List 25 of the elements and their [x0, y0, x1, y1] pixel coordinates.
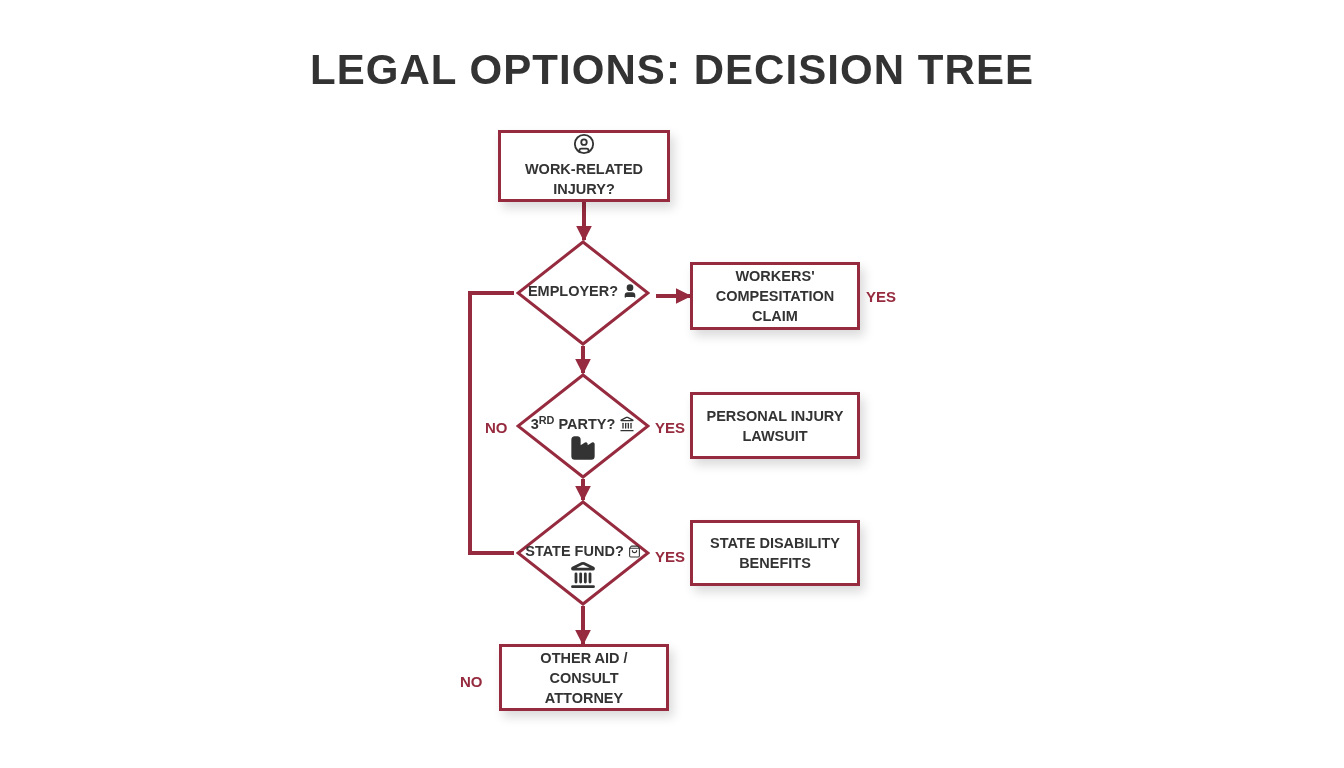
process-box [499, 644, 669, 711]
arrow [575, 346, 591, 375]
node-label: WORKERS' COMPESITATION CLAIM [714, 267, 836, 326]
branch-label: YES [866, 287, 896, 307]
branch-label: YES [655, 547, 685, 567]
node-label: STATE FUND? [525, 542, 624, 561]
arrow [656, 288, 692, 304]
node-label: PERSONAL INJURY LAWSUIT [705, 406, 845, 446]
arrow [575, 479, 591, 502]
process-box [498, 130, 670, 202]
node-label: 3$^{RD}$ PARTY? [530, 414, 616, 434]
node-label: WORK-RELATED INJURY? [523, 160, 645, 199]
node-label: EMPLOYER? [527, 282, 619, 301]
arrow [576, 202, 592, 242]
process-box [690, 392, 860, 459]
branch-label: NO [485, 418, 508, 438]
arrow [575, 606, 591, 646]
process-box [690, 262, 860, 330]
title: LEGAL OPTIONS: DECISION TREE [310, 45, 1034, 95]
connector-line [468, 291, 514, 555]
node-label: OTHER AID / CONSULT ATTORNEY [539, 648, 629, 708]
branch-label: YES [655, 418, 685, 438]
node-label: STATE DISABILITY BENEFITS [709, 534, 841, 573]
process-box [690, 520, 860, 586]
branch-label: NO [460, 672, 483, 692]
